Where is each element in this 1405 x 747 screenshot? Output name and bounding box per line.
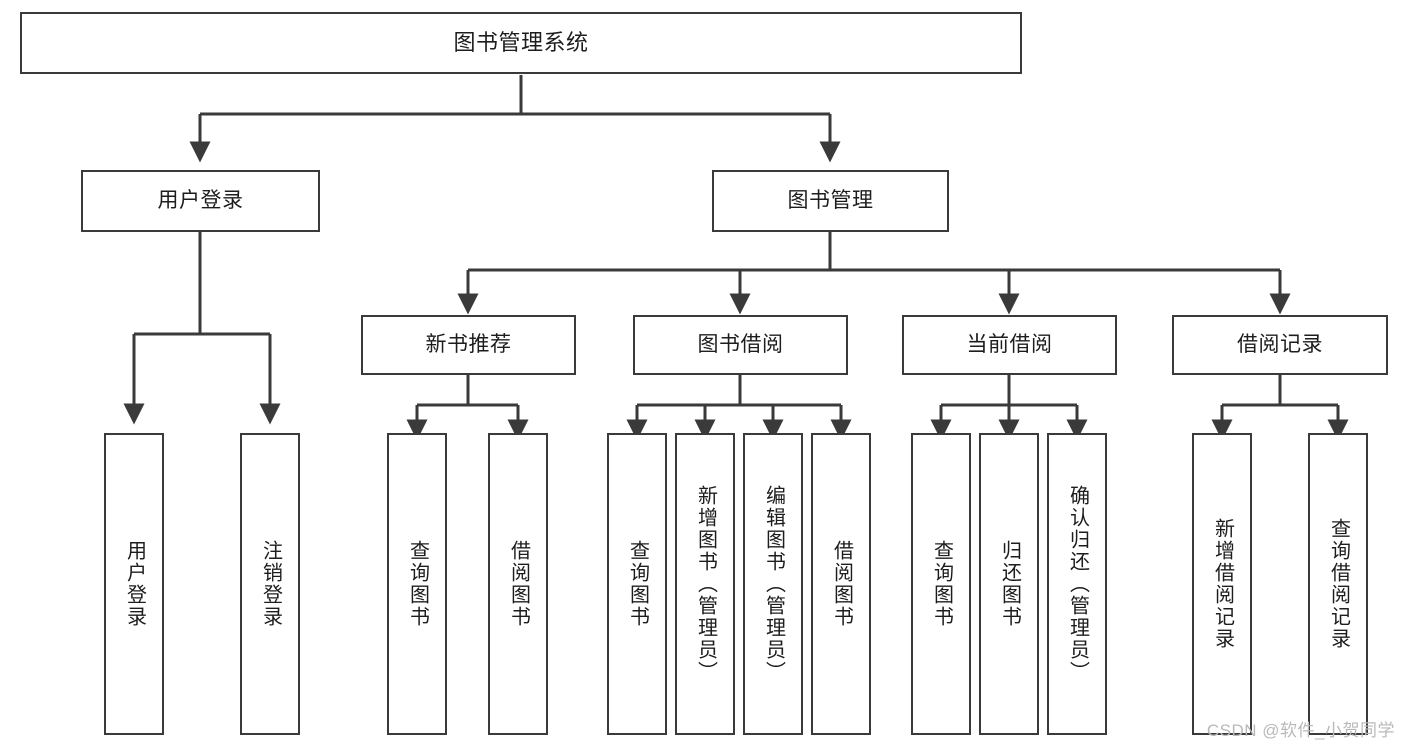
node-label: 查询图书 (406, 540, 429, 628)
node-label: 借阅记录 (1237, 332, 1323, 356)
node-user-login[interactable]: 用户登录 (81, 170, 320, 232)
node-label: 图书管理 (787, 188, 874, 212)
node-label: 新增图书（管理员） (694, 485, 717, 683)
leaf-query-book-recommend[interactable]: 查询图书 (387, 433, 447, 735)
leaf-borrow-book-recommend[interactable]: 借阅图书 (488, 433, 548, 735)
node-root-system[interactable]: 图书管理系统 (20, 12, 1022, 74)
watermark-text: CSDN @软件_小贺同学 (1206, 721, 1395, 740)
leaf-confirm-return-admin[interactable]: 确认归还（管理员） (1047, 433, 1107, 735)
node-new-book-recommend[interactable]: 新书推荐 (361, 315, 576, 375)
node-label: 确认归还（管理员） (1066, 485, 1089, 683)
node-label: 当前借阅 (966, 332, 1053, 356)
node-book-borrow[interactable]: 图书借阅 (633, 315, 848, 375)
leaf-return-book[interactable]: 归还图书 (979, 433, 1039, 735)
leaf-logout[interactable]: 注销登录 (240, 433, 300, 735)
node-label: 用户登录 (123, 540, 146, 628)
leaf-query-book-borrow[interactable]: 查询图书 (607, 433, 667, 735)
node-label: 图书借阅 (697, 332, 784, 356)
node-borrow-record[interactable]: 借阅记录 (1172, 315, 1388, 375)
leaf-add-borrow-record[interactable]: 新增借阅记录 (1192, 433, 1252, 735)
node-label: 编辑图书（管理员） (762, 485, 785, 683)
node-label: 新书推荐 (425, 332, 512, 356)
leaf-query-borrow-record[interactable]: 查询借阅记录 (1308, 433, 1368, 735)
leaf-add-book-admin[interactable]: 新增图书（管理员） (675, 433, 735, 735)
node-label: 注销登录 (259, 540, 282, 628)
node-label: 归还图书 (998, 540, 1021, 628)
leaf-query-book-current[interactable]: 查询图书 (911, 433, 971, 735)
node-label: 图书管理系统 (453, 30, 589, 56)
node-label: 查询图书 (626, 540, 649, 628)
node-current-borrow[interactable]: 当前借阅 (902, 315, 1117, 375)
leaf-borrow-book[interactable]: 借阅图书 (811, 433, 871, 735)
node-label: 借阅图书 (507, 540, 530, 628)
node-label: 借阅图书 (830, 540, 853, 628)
node-book-management[interactable]: 图书管理 (712, 170, 949, 232)
leaf-user-login[interactable]: 用户登录 (104, 433, 164, 735)
leaf-edit-book-admin[interactable]: 编辑图书（管理员） (743, 433, 803, 735)
node-label: 用户登录 (157, 188, 244, 212)
node-label: 新增借阅记录 (1211, 518, 1234, 650)
node-label: 查询借阅记录 (1327, 518, 1350, 650)
node-label: 查询图书 (930, 540, 953, 628)
